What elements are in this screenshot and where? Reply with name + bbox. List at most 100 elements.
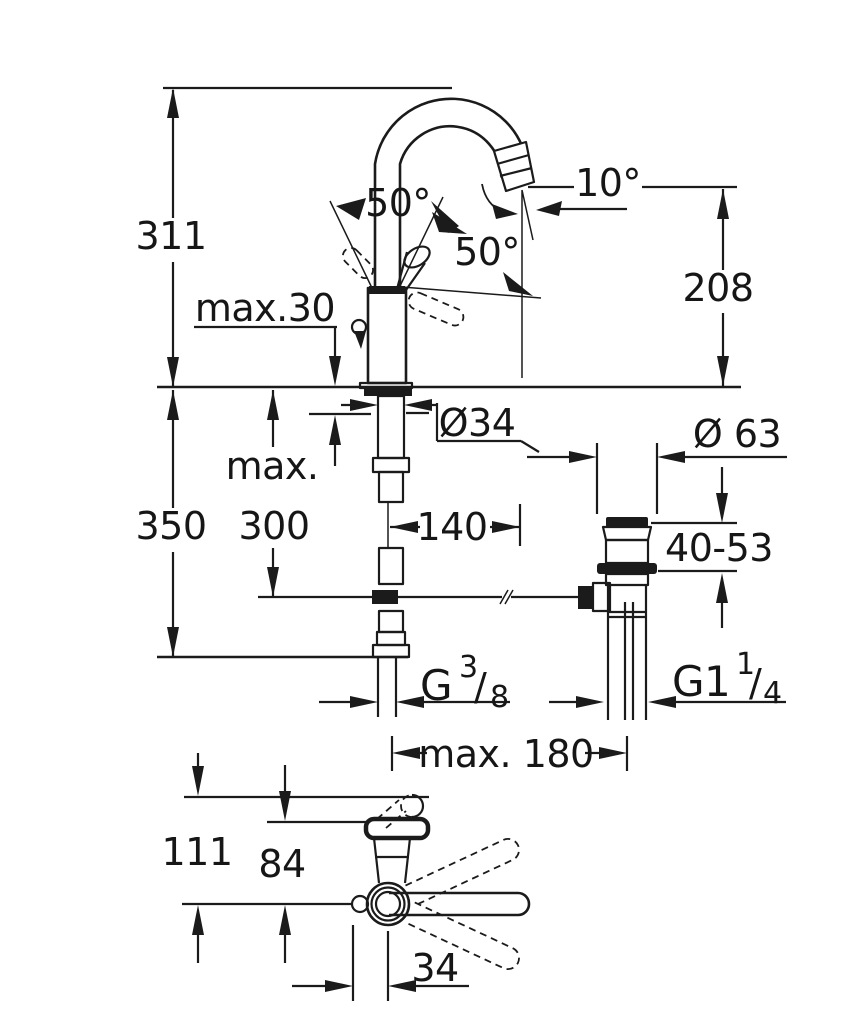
dim-line (292, 925, 469, 1001)
swivel-arrowhead (492, 204, 518, 219)
thread-denominator: 4 (763, 676, 782, 711)
dim-arrows (390, 521, 520, 533)
thread-slash: / (749, 661, 762, 705)
dim-swivel-angle-right-50: 50° (401, 201, 542, 299)
washer (364, 388, 412, 396)
dim-hose-max-300: max. 300 (226, 390, 319, 597)
escutcheon (363, 816, 431, 841)
supply-pipe (376, 657, 398, 717)
dim-arrows (392, 747, 627, 759)
dim-line (527, 443, 787, 514)
dim-waste-range-40-53: 40-53 (651, 467, 773, 628)
body-outline (366, 286, 408, 385)
angle-legs (329, 196, 444, 289)
dim-value: 350 (135, 504, 206, 548)
supply-hose-upper (377, 470, 405, 504)
dim-value: 40-53 (665, 526, 773, 570)
dim-overall-height-311: 311 (135, 88, 207, 387)
hose-connector (375, 630, 407, 647)
leader-lines (194, 325, 337, 466)
dim-arrows (569, 451, 685, 463)
spout-tip-solid (411, 793, 425, 819)
dim-waste-thread-g114: G1 1 / 4 (549, 647, 786, 711)
plan-lever-solid (389, 891, 531, 917)
thread-numerator: 3 (459, 650, 478, 685)
dim-deck-thickness-max30: max.30 (194, 286, 429, 466)
outlet-angle-label: 10° (575, 161, 641, 205)
dim-reach-140: 140 (390, 504, 522, 549)
dim-max-spread-180: max. 180 (390, 732, 629, 776)
dim-arrows (167, 88, 179, 387)
dim-plan-84: 84 (258, 765, 306, 963)
dim-arrows (350, 696, 424, 708)
dim-word: max. (226, 444, 319, 488)
rod-clamp (372, 590, 398, 604)
plan-body-circles (350, 881, 411, 927)
angle-arrow-left (336, 198, 366, 220)
dim-arrows (329, 356, 341, 445)
lever-handle-dashed-right (407, 291, 465, 327)
faucet-body (350, 286, 414, 390)
plan-reference-lines (182, 795, 429, 906)
angle-label-right: 50° (454, 230, 520, 274)
dim-value: max.30 (195, 286, 335, 330)
spout-hidden-edges (376, 799, 407, 829)
dim-line (651, 467, 737, 628)
mounting-nut (371, 456, 411, 474)
thread-prefix: G1 (672, 657, 730, 706)
dim-swivel-angle-left-50: 50° (329, 181, 467, 289)
dim-waste-diameter-63: Ø 63 (527, 412, 787, 514)
outlet-axis-lines (521, 189, 534, 378)
lever-handle (395, 245, 431, 291)
dim-value: 84 (258, 842, 305, 886)
pop-up-knob-stem (354, 331, 366, 349)
dim-value: 140 (416, 505, 487, 549)
supply-hose-lower (377, 609, 405, 634)
dim-supply-thread-g38: G 3 / 8 (319, 650, 510, 715)
spout (373, 97, 536, 288)
dim-value: 111 (161, 830, 232, 874)
plan-lever-dashed-down (405, 901, 520, 970)
thread-prefix: G (420, 661, 452, 710)
dim-plan-34: 34 (292, 925, 469, 1001)
deck-underside-line (309, 411, 429, 416)
plan-lever-dashed-up (405, 838, 520, 907)
spout-outer-arc (373, 97, 530, 288)
dim-arrows (279, 791, 291, 935)
plan-body-column (372, 837, 412, 884)
thread-denominator: 8 (490, 680, 509, 715)
dim-outlet-angle-10: 10° (481, 161, 737, 378)
outlet-angle-arrowhead (536, 201, 562, 216)
handle-stem (395, 251, 426, 291)
lever-handle-dashed-left (342, 247, 374, 279)
dim-value: 34 (411, 946, 458, 990)
aerator-bands (496, 153, 533, 178)
dim-line (390, 736, 629, 771)
aerator (492, 140, 536, 193)
dim-arrows (716, 493, 728, 603)
rod-break-marks (499, 589, 514, 605)
angle-arrow-upper (431, 201, 459, 233)
waste-flange (597, 563, 657, 574)
dim-spout-height-208: 208 (682, 189, 754, 386)
dim-arrows (167, 390, 179, 657)
dim-value: 300 (238, 504, 309, 548)
angle-leg (401, 286, 542, 299)
dim-arrows (576, 696, 676, 708)
waste-body (604, 538, 650, 565)
dim-plan-111: 111 (161, 753, 233, 963)
plan-pop-up-knob (350, 894, 370, 914)
dim-arrows (350, 399, 432, 411)
plan-lever (389, 838, 531, 970)
waste-collar (601, 525, 653, 542)
tailpipe (606, 585, 648, 720)
dim-value: 311 (135, 214, 206, 258)
dim-depth-350: 350 (135, 390, 207, 657)
waste-lower-body (604, 572, 650, 587)
waste-valve (578, 517, 657, 720)
rod-inlet-knob (578, 586, 593, 609)
base-flange (358, 381, 414, 390)
mounting-shank (364, 388, 412, 717)
